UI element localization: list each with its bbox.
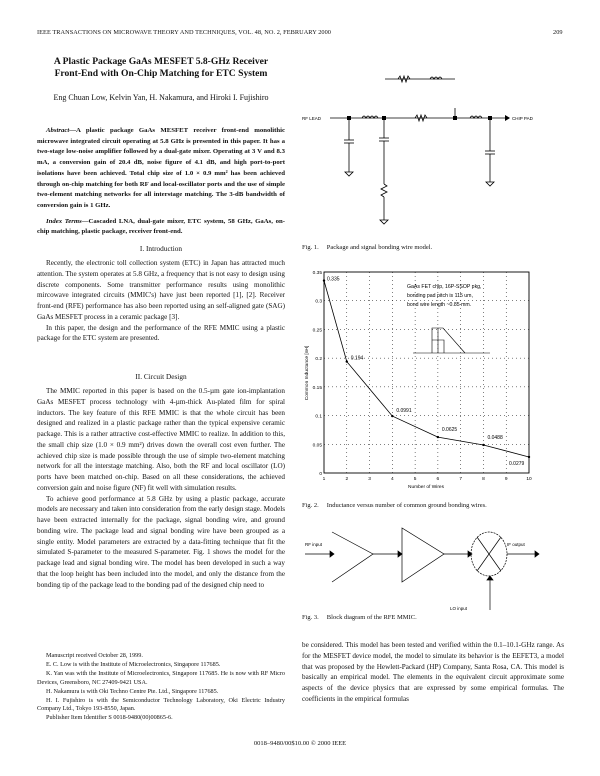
paragraph: The MMIC reported in this paper is based… [37,387,285,492]
caption-text: Inductance versus number of common groun… [326,502,487,509]
arrow-icon [505,115,510,121]
annotation-line: bond wire length ~0.85 mm. [407,302,471,308]
x-tick-label: 1 [323,476,326,482]
x-tick-label: 6 [437,476,440,482]
paragraph: To achieve good performance at 5.8 GHz b… [37,494,285,589]
data-label: 0.0625 [442,427,458,433]
paragraph: In this paper, the design and the perfor… [37,323,285,343]
caption-text: Block diagram of the RFE MMIC. [326,614,417,621]
data-label: 0.335 [327,277,340,283]
ground-icon [344,171,354,177]
footnotes: Manuscript received October 28, 1999. E.… [37,652,285,723]
rf-input-label: RF input [305,542,323,547]
x-tick-label: 3 [368,476,371,482]
mixer-icon [470,531,508,577]
footnote: H. Nakamura is with Oki Techno Centre Pt… [46,687,219,695]
paper-title: A Plastic Package GaAs MESFET 5.8-GHz Re… [37,56,285,80]
y-tick-label: 0.3 [315,299,322,305]
data-point [482,443,485,447]
amplifier-icon [401,527,445,583]
data-label: 0.194 [351,356,364,362]
fig2-chart: 1 2 3 4 5 6 7 8 9 10 0 0.05 0.1 0.15 0.2 0.25 0.3 0.35 0.… [304,270,532,490]
running-header: IEEE TRANSACTIONS ON MICROWAVE THEORY AN… [37,29,331,36]
x-tick-label: 9 [505,476,508,482]
footnote: Manuscript received October 28, 1999. [46,652,143,659]
index-terms-text: Cascaded LNA, dual-gate mixer, ETC syste… [37,217,285,236]
plot-frame [323,271,530,474]
section-heading-design: II. Circuit Design [135,372,187,381]
abstract-text: A plastic package GaAs MESFET receiver f… [37,127,285,209]
fig3-caption: Fig. 3. Block diagram of the RFE MMIC. [302,614,417,621]
inductor-icon [361,115,379,119]
y-tick-label: 0.15 [313,385,323,391]
abstract: Abstract—A plastic package GaAs MESFET r… [37,126,285,243]
title-line: A Plastic Package GaAs MESFET 5.8-GHz Re… [53,56,269,67]
resistor-icon [397,74,411,84]
x-tick-label: 4 [391,476,394,482]
lo-input-label: LO input [450,606,468,611]
data-label: 0.0488 [487,435,503,441]
input-label: RF LEAD [302,116,322,121]
x-tick-label: 7 [459,476,462,482]
footnote: Publisher Item Identifier S 0018-9480(00… [46,714,173,722]
design-body: The MMIC reported in this paper is based… [37,386,285,590]
x-tick-label: 10 [526,476,532,482]
copyright: 0018–9480/00$10.00 © 2000 IEEE [253,740,347,747]
ground-icon [485,181,495,187]
data-point [322,279,326,282]
fig2-caption: Fig. 2. Inductance versus number of commo… [302,502,487,509]
page-number: 209 [553,29,563,36]
x-tick-label: 8 [482,476,485,482]
paragraph: be considered. This model has been teste… [302,641,564,703]
if-output-label: IF output [507,542,526,547]
right-column-body: be considered. This model has been teste… [302,640,564,705]
y-tick-label: 0 [319,471,322,477]
annotation-line: bonding pad pitch is 115 um, [407,293,473,299]
antenna-icon [331,531,374,583]
ground-icon [379,219,389,225]
caption-text: Package and signal bonding wire model. [326,244,433,251]
y-tick-label: 0.2 [315,356,322,362]
fig1-schematic: RF LEAD CHIP PAD [302,74,534,225]
footnote: H. I. Fujishiro is with the Semiconducto… [37,696,285,713]
wire-loop-inset [413,327,490,354]
section-heading-intro: I. Introduction [139,244,183,253]
data-point [345,360,348,363]
x-tick-label: 5 [414,476,417,482]
y-tick-label: 0.1 [315,414,322,420]
fig1-caption: Fig. 1. Package and signal bonding wire m… [302,244,432,251]
inductor-icon [469,115,483,119]
fig3-block-diagram: RF input IF output LO input [305,527,540,611]
x-tick-label: 2 [345,476,348,482]
inductor-icon [429,76,443,80]
resistor-icon [380,183,388,198]
index-terms-label: Index Terms— [46,217,89,225]
y-tick-label: 0.25 [313,327,323,333]
data-point [391,414,394,418]
fig-number: Fig. 3. [302,614,319,621]
x-axis-label: Number of Wires [408,484,445,490]
resistor-icon [414,113,428,123]
y-axis-label: Common Inductance [nH] [304,346,310,400]
paragraph: Recently, the electronic toll collection… [37,259,285,321]
data-label: 0.0991 [396,408,412,414]
abstract-label: Abstract— [46,127,77,134]
data-point [527,455,531,459]
authors: Eng Chuan Low, Kelvin Yan, H. Nakamura, … [53,93,269,102]
data-label: 0.0279 [509,461,525,467]
title-line: Front-End with On-Chip Matching for ETC … [54,68,268,79]
data-point [436,435,440,439]
annotation-line: GaAs FET chip, 16P-SSOP pkg, [407,284,481,290]
footnote: K. Yan was with the Institute of Microel… [37,669,285,686]
fig-number: Fig. 2. [302,502,319,509]
output-label: CHIP PAD [512,116,534,121]
series-line [323,280,530,458]
y-tick-label: 0.05 [313,442,323,448]
intro-body: Recently, the electronic toll collection… [37,258,285,344]
footnote: E. C. Low is with the Institute of Micro… [46,660,221,668]
fig-number: Fig. 1. [302,244,319,251]
y-tick-label: 0.35 [313,270,323,276]
